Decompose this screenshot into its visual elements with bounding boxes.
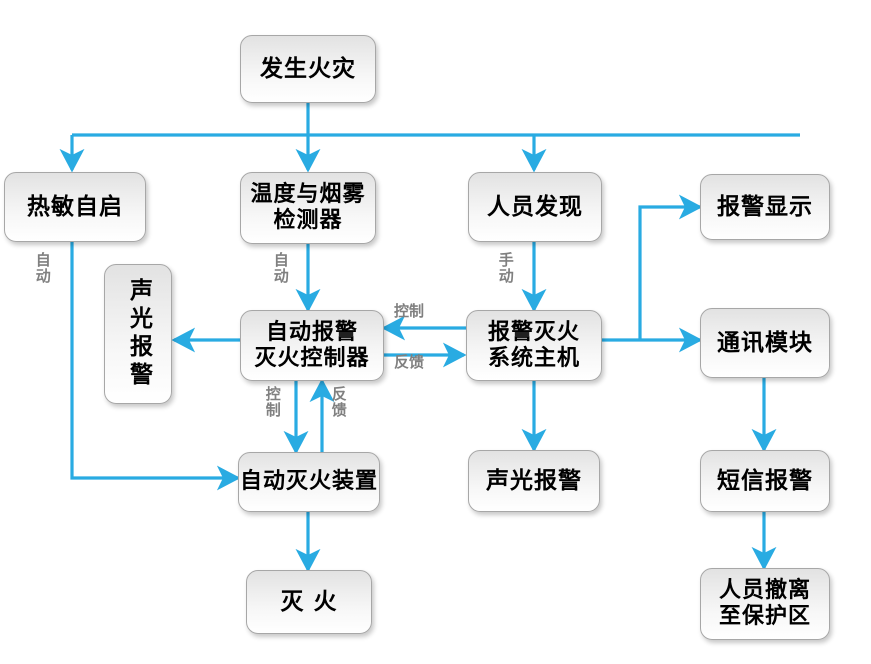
- node-temp-smoke-detector[interactable]: 温度与烟雾 检测器: [240, 172, 376, 244]
- node-auto-extinguish-device[interactable]: 自动灭火装置: [238, 452, 380, 512]
- edge-host-to-alarm-display: [638, 194, 703, 340]
- edge-label-feedback-vertical: 反馈: [329, 386, 348, 418]
- node-extinguish[interactable]: 灭 火: [246, 570, 372, 634]
- edge-label-manual: 手动: [496, 252, 515, 284]
- node-sound-light-alarm-left[interactable]: 声光报警: [104, 264, 172, 404]
- edge-label-feedback-horizontal: 反馈: [394, 353, 425, 371]
- node-auto-alarm-controller[interactable]: 自动报警 灭火控制器: [240, 310, 384, 381]
- node-personnel-discovery[interactable]: 人员发现: [468, 172, 602, 242]
- edge-thermal-to-device: [70, 242, 241, 491]
- edge-label-auto-left: 自动: [33, 252, 52, 284]
- edge-label-auto-mid: 自动: [271, 252, 290, 284]
- node-fire[interactable]: 发生火灾: [240, 35, 376, 103]
- node-alarm-host[interactable]: 报警灭火 系统主机: [466, 310, 602, 381]
- edge-label-control-vertical: 控制: [263, 386, 282, 418]
- node-alarm-display[interactable]: 报警显示: [700, 174, 830, 240]
- node-sms-alarm[interactable]: 短信报警: [700, 450, 830, 512]
- node-sound-light-alarm-mid[interactable]: 声光报警: [468, 450, 600, 512]
- node-thermal-auto-start[interactable]: 热敏自启: [4, 172, 146, 242]
- node-evacuate[interactable]: 人员撤离 至保护区: [700, 568, 830, 640]
- edge-label-control-horizontal: 控制: [394, 302, 425, 320]
- node-communication-module[interactable]: 通讯模块: [700, 308, 830, 378]
